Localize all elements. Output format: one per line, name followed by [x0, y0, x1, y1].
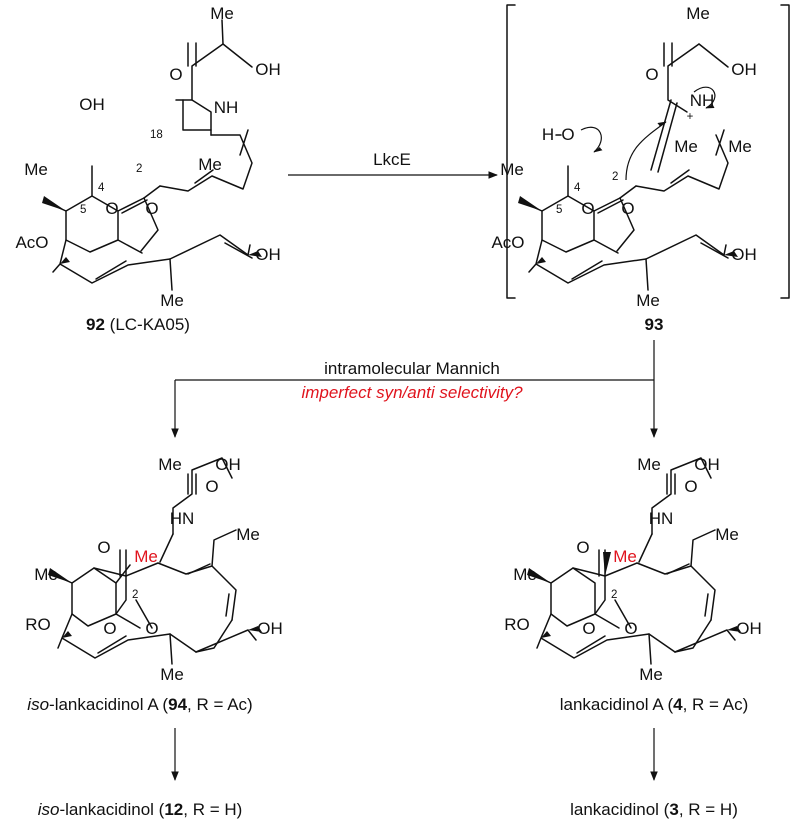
label-93-h: H [542, 125, 554, 144]
molecule-4 [527, 457, 741, 665]
label-93-aco: AcO [491, 233, 524, 252]
label-94-ring-o: O [103, 619, 116, 638]
label-93-me-diene: Me [674, 137, 698, 156]
label-93-oh-top: OH [731, 60, 757, 79]
label-92-oh-right: OH [255, 245, 281, 264]
caption-12-prefix: iso [38, 800, 60, 819]
label-93-pos4: 4 [574, 182, 581, 194]
caption-12-number: 12 [164, 800, 183, 819]
caption-3: lankacidinol (3, R = H) [570, 800, 738, 819]
label-93-me4: Me [500, 160, 524, 179]
label-93-me-top: Me [686, 4, 710, 23]
label-4-me-bottom: Me [639, 665, 663, 684]
label-4-ring-o: O [582, 619, 595, 638]
label-4-me-side: Me [715, 525, 739, 544]
molecule-92 [42, 19, 262, 291]
caption-94: iso-lankacidinol A (94, R = Ac) [27, 695, 252, 714]
label-93-pos5: 5 [556, 204, 562, 216]
label-92-pos5: 5 [80, 204, 86, 216]
caption-12-name: -lankacidinol ( [59, 800, 164, 819]
caption-92-tag: (LC-KA05) [105, 315, 190, 334]
caption-12: iso-lankacidinol (12, R = H) [38, 800, 243, 819]
label-94-me-top: Me [158, 455, 182, 474]
caption-3-suffix: , R = H) [679, 800, 738, 819]
caption-92-number: 92 [86, 315, 105, 334]
label-94-pos2: 2 [132, 589, 138, 601]
label-94-me4: Me [34, 565, 58, 584]
label-94-carbonyl-o: O [145, 619, 158, 638]
label-94-ketone-o: O [97, 538, 110, 557]
label-93-carbonyl-o: O [621, 199, 634, 218]
caption-4-number: 4 [673, 695, 683, 714]
label-94-ro: RO [25, 615, 51, 634]
label-4-ro: RO [504, 615, 530, 634]
label-92-me-bottom: Me [160, 291, 184, 310]
label-4-ketone-o: O [576, 538, 589, 557]
label-92-pos2: 2 [136, 163, 142, 175]
label-93-ring-o: O [581, 199, 594, 218]
caption-12-suffix: , R = H) [183, 800, 242, 819]
label-92-amide-o: O [169, 65, 182, 84]
label-94-hn: HN [170, 509, 195, 528]
label-92-me-top: Me [210, 4, 234, 23]
mannich-note: imperfect syn/anti selectivity? [301, 383, 523, 402]
label-94-me-red: Me [134, 547, 158, 566]
label-4-oh-right: OH [736, 619, 762, 638]
caption-3-name: lankacidinol ( [570, 800, 670, 819]
label-92-me-diene: Me [198, 155, 222, 174]
label-93-amide-o: O [645, 65, 658, 84]
label-4-hn: HN [649, 509, 674, 528]
label-4-me4: Me [513, 565, 537, 584]
caption-94-number: 94 [168, 695, 187, 714]
mannich-label: intramolecular Mannich [324, 359, 500, 378]
caption-4-suffix: , R = Ac) [683, 695, 749, 714]
label-92-me4: Me [24, 160, 48, 179]
label-94-amide-o: O [205, 477, 218, 496]
label-92-carbonyl-o: O [145, 199, 158, 218]
label-92-oh-top: OH [255, 60, 281, 79]
label-93-me-bottom: Me [636, 291, 660, 310]
caption-92: 92 (LC-KA05) [86, 315, 190, 334]
mannich-arrows [171, 340, 658, 438]
molecule-93 [518, 42, 738, 291]
label-93-nh: NH [690, 91, 715, 110]
label-4-carbonyl-o: O [624, 619, 637, 638]
label-92-nh: NH [214, 98, 239, 117]
label-94-me-bottom: Me [160, 665, 184, 684]
label-92-pos18: 18 [150, 129, 163, 141]
caption-4: lankacidinol A (4, R = Ac) [560, 695, 749, 714]
label-92-pos4: 4 [98, 182, 105, 194]
label-92-ring-o: O [105, 199, 118, 218]
label-4-amide-o: O [684, 477, 697, 496]
label-92-oh: OH [79, 95, 105, 114]
label-93-o: O [561, 125, 574, 144]
label-94-me-side: Me [236, 525, 260, 544]
caption-4-name: lankacidinol A ( [560, 695, 674, 714]
caption-94-prefix: iso [27, 695, 49, 714]
label-4-oh-top: OH [694, 455, 720, 474]
caption-94-name: -lankacidinol A ( [49, 695, 168, 714]
label-94-oh-right: OH [257, 619, 283, 638]
label-93-oh-right: OH [731, 245, 757, 264]
label-4-pos2: 2 [611, 589, 617, 601]
label-92-aco: AcO [15, 233, 48, 252]
label-4-me-red: Me [613, 547, 637, 566]
caption-94-suffix: , R = Ac) [187, 695, 253, 714]
caption-93: 93 [645, 315, 664, 334]
label-93-me-side: Me [728, 137, 752, 156]
reagent-label: LkcE [373, 150, 411, 169]
bracket-left [506, 4, 516, 299]
caption-3-number: 3 [669, 800, 678, 819]
bracket-right [780, 4, 790, 299]
label-93-plus: + [687, 111, 694, 123]
label-4-me-top: Me [637, 455, 661, 474]
molecule-94 [48, 457, 262, 665]
label-93-pos2: 2 [612, 171, 618, 183]
label-94-oh-top: OH [215, 455, 241, 474]
